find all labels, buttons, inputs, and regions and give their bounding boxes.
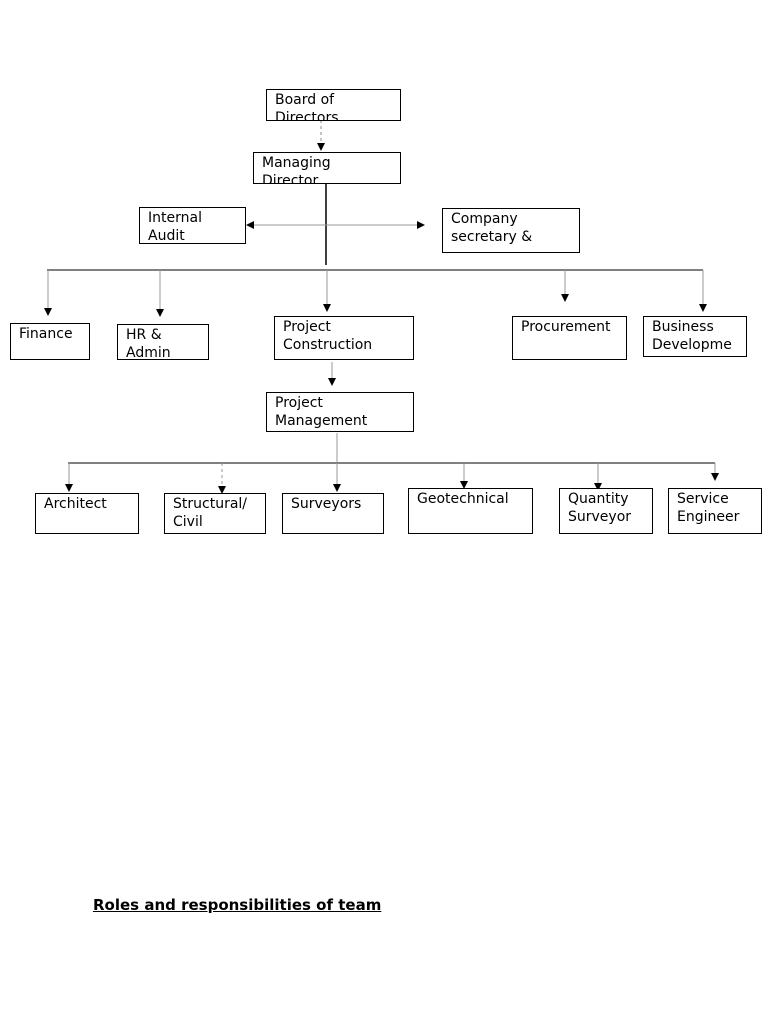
structural-civil-box: Structural/ Civil: [164, 493, 266, 534]
geotechnical-box: Geotechnical: [408, 488, 533, 534]
managing-director-box: Managing Director: [253, 152, 401, 184]
project-construction-box: Project Construction: [274, 316, 414, 360]
project-management-box: Project Management: [266, 392, 414, 432]
business-development-box: Business Developme: [643, 316, 747, 357]
board-of-directors-box: Board of Directors: [266, 89, 401, 121]
internal-audit-box: Internal Audit: [139, 207, 246, 244]
hr-admin-box: HR & Admin: [117, 324, 209, 360]
service-engineer-box: Service Engineer: [668, 488, 762, 534]
surveyors-box: Surveyors: [282, 493, 384, 534]
company-secretary-box: Company secretary &: [442, 208, 580, 253]
finance-box: Finance: [10, 323, 90, 360]
architect-box: Architect: [35, 493, 139, 534]
quantity-surveyor-box: Quantity Surveyor: [559, 488, 653, 534]
section-heading: Roles and responsibilities of team: [93, 896, 382, 914]
procurement-box: Procurement: [512, 316, 627, 360]
